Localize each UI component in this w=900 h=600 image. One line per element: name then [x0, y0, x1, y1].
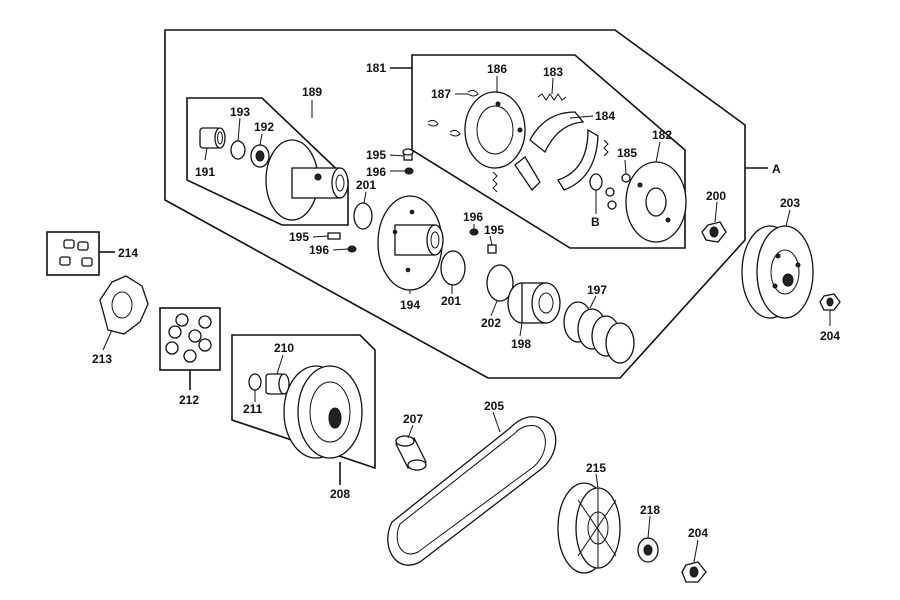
- part-207-sleeve: [395, 435, 427, 471]
- part-189-pulley-half: [265, 139, 349, 221]
- part-spring-right: [603, 139, 609, 157]
- part-197-spring: [563, 301, 635, 364]
- label-182: 182: [652, 128, 672, 142]
- label-207: 207: [403, 412, 423, 426]
- label-192: 192: [254, 120, 274, 134]
- label-204-upper: 204: [820, 329, 840, 343]
- part-187-clip: [467, 89, 479, 97]
- part-200-nut: [701, 221, 727, 243]
- label-201-lower: 201: [441, 294, 461, 308]
- part-196-nut-right: [469, 228, 479, 236]
- part-187-clip-3: [449, 129, 461, 137]
- label-204-lower: 204: [688, 526, 708, 540]
- label-a: A: [772, 162, 781, 176]
- label-215: 215: [586, 461, 606, 475]
- label-218: 218: [640, 503, 660, 517]
- label-196-right: 196: [463, 210, 483, 224]
- part-195-pin-upper: [402, 148, 414, 161]
- label-200: 200: [706, 189, 726, 203]
- label-202: 202: [481, 316, 501, 330]
- label-201-upper: 201: [356, 178, 376, 192]
- label-189: 189: [302, 85, 322, 99]
- part-204-nut-upper: [819, 293, 841, 311]
- label-187: 187: [431, 87, 451, 101]
- label-193: 193: [230, 105, 250, 119]
- part-204-nut-lower: [681, 561, 707, 583]
- label-186: 186: [487, 62, 507, 76]
- part-194-sliding-sheave: [377, 195, 444, 291]
- label-198: 198: [511, 337, 531, 351]
- label-205: 205: [484, 399, 504, 413]
- part-210-bushing: [265, 373, 290, 395]
- part-201-ring-lower: [440, 250, 466, 286]
- group-189-outline: [186, 97, 349, 226]
- leader-lines: [102, 76, 831, 563]
- part-185-pins: [605, 173, 631, 210]
- part-183-spring: [537, 93, 567, 101]
- part-201-ring-upper: [353, 202, 373, 230]
- part-195-pin-right: [487, 244, 497, 254]
- part-weight-arm: [514, 156, 541, 192]
- label-208: 208: [330, 487, 350, 501]
- part-213-ramp-plate: [99, 275, 149, 335]
- group-214-box: [46, 231, 100, 276]
- part-218-collar: [637, 537, 659, 563]
- label-212: 212: [179, 393, 199, 407]
- part-193-ring: [230, 140, 246, 160]
- part-191-bushing: [199, 127, 226, 149]
- label-195-left: 195: [289, 230, 309, 244]
- label-183: 183: [543, 65, 563, 79]
- part-212-rollers: [165, 313, 212, 363]
- label-203: 203: [780, 196, 800, 210]
- part-214-sliders: [59, 239, 93, 267]
- part-184-shoe-lower: [557, 128, 599, 191]
- assembly-a-outline: [164, 29, 746, 379]
- part-205-drive-belt: [387, 416, 557, 566]
- group-208-outline: [231, 334, 376, 470]
- label-213: 213: [92, 352, 112, 366]
- label-184: 184: [595, 109, 615, 123]
- label-b: B: [591, 215, 600, 229]
- label-195-upper: 195: [366, 148, 386, 162]
- part-196-nut-upper: [404, 167, 414, 175]
- label-214: 214: [118, 246, 138, 260]
- part-184-shoe: [529, 111, 585, 154]
- part-195-pin-left: [327, 232, 341, 240]
- part-198-collar: [507, 282, 561, 324]
- part-196-nut-left: [347, 245, 357, 253]
- part-182-clutch-plate: [625, 161, 687, 243]
- label-211: 211: [243, 402, 263, 416]
- part-202-oring: [486, 264, 514, 302]
- part-b-washer: [589, 173, 603, 191]
- part-211-ring: [248, 373, 262, 391]
- label-195-right: 195: [484, 223, 504, 237]
- part-186-plate: [464, 91, 526, 169]
- label-191: 191: [195, 165, 215, 179]
- label-181: 181: [366, 61, 386, 75]
- label-196-upper: 196: [366, 165, 386, 179]
- part-203-clutch-bell: [741, 225, 814, 319]
- label-197: 197: [587, 283, 607, 297]
- label-185: 185: [617, 146, 637, 160]
- part-187-clip-2: [427, 119, 439, 127]
- part-208-variator: [283, 365, 363, 459]
- label-210: 210: [274, 341, 294, 355]
- label-196-left: 196: [309, 243, 329, 257]
- part-spring-left: [492, 171, 498, 193]
- label-194: 194: [400, 298, 420, 312]
- part-215-fan-pulley: [557, 482, 621, 574]
- part-192-bearing: [250, 144, 270, 168]
